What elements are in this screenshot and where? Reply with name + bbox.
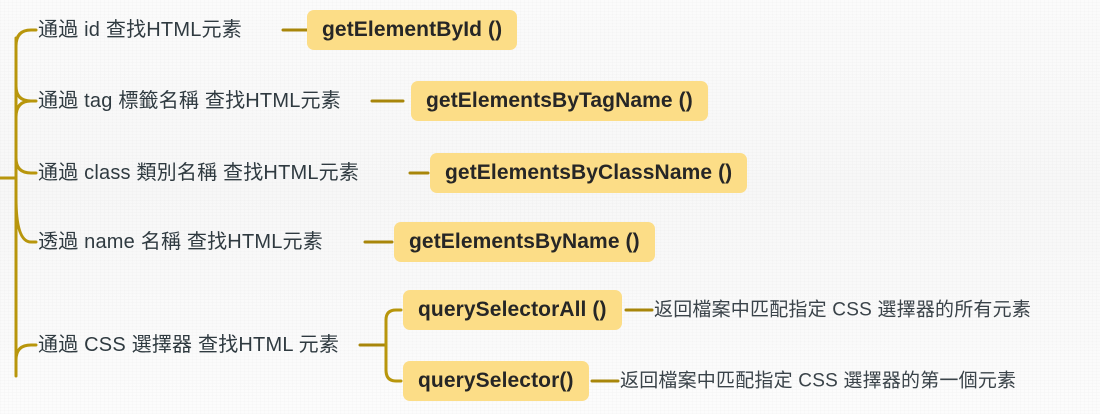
- description-query-selector-all: 返回檔案中匹配指定 CSS 選擇器的所有元素: [654, 299, 1032, 321]
- row-label-by-id: 通過 id 查找HTML元素: [38, 19, 242, 41]
- method-pill-get-element-by-id[interactable]: getElementById (): [307, 10, 518, 50]
- bracket-arm-by-id: [14, 28, 38, 48]
- row-label-by-tag: 通過 tag 標籤名稱 查找HTML元素: [38, 90, 341, 112]
- bracket-arm-by-class: [14, 156, 38, 175]
- description-query-selector: 返回檔案中匹配指定 CSS 選擇器的第一個元素: [620, 370, 1017, 392]
- method-pill-get-elements-by-tag-name[interactable]: getElementsByTagName (): [411, 81, 708, 121]
- sub-bracket-arm-upper: [384, 308, 403, 322]
- bracket-arm-by-name: [14, 196, 38, 244]
- method-pill-get-elements-by-name[interactable]: getElementsByName (): [394, 222, 655, 262]
- bracket-arm-by-css: [14, 343, 38, 362]
- sub-bracket-arm-lower: [384, 368, 403, 383]
- row-label-by-css-selector: 通過 CSS 選擇器 查找HTML 元素: [38, 334, 340, 356]
- method-pill-get-elements-by-class-name[interactable]: getElementsByClassName (): [430, 153, 748, 193]
- row-label-by-name: 透過 name 名稱 查找HTML元素: [38, 231, 323, 253]
- bracket-arm-by-tag-upper: [14, 84, 38, 103]
- row-label-by-class: 通過 class 類別名稱 查找HTML元素: [38, 162, 360, 184]
- method-pill-query-selector[interactable]: querySelector(): [403, 361, 589, 401]
- method-pill-query-selector-all[interactable]: querySelectorAll (): [403, 290, 622, 330]
- bracket-arm-by-tag: [14, 99, 33, 119]
